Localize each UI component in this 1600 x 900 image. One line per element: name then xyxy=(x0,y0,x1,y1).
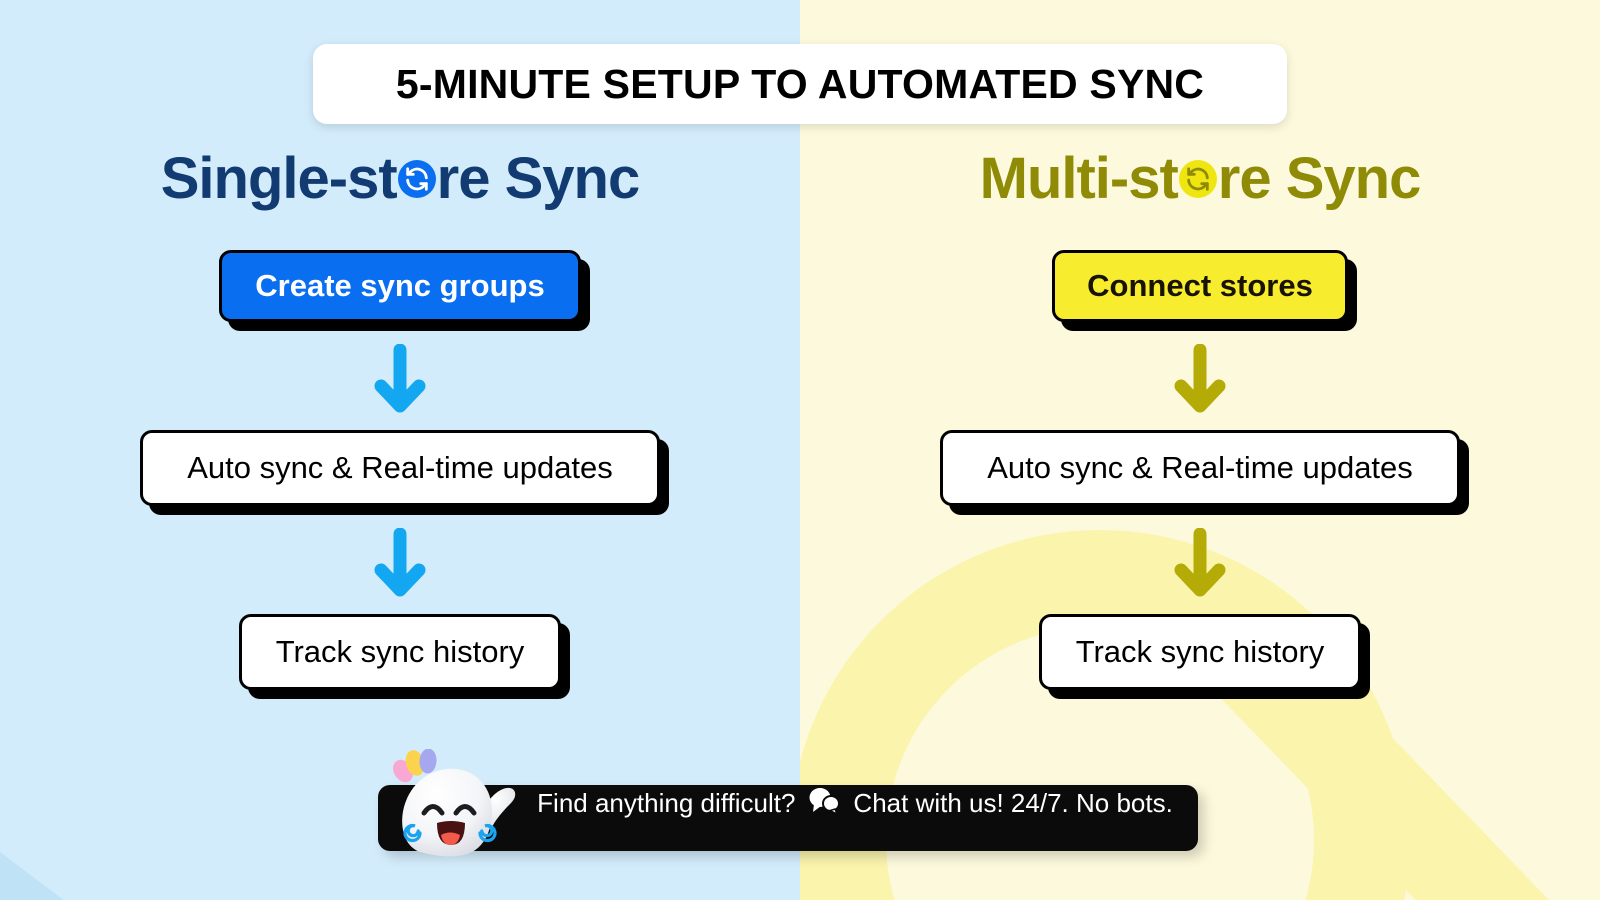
page-title-card: 5-MINUTE SETUP TO AUTOMATED SYNC xyxy=(313,44,1287,124)
create-sync-groups-label: Create sync groups xyxy=(255,268,545,303)
connect-stores-button[interactable]: Connect stores xyxy=(1052,250,1348,322)
chat-cta-bar[interactable]: Find anything difficult? Chat with us! 2… xyxy=(378,748,1198,857)
step-track-history-label: Track sync history xyxy=(1075,634,1325,669)
arrow-down-icon xyxy=(372,343,428,414)
page-title: 5-MINUTE SETUP TO AUTOMATED SYNC xyxy=(395,60,1205,107)
column-heading-single-store: Single-st re Sync xyxy=(161,150,640,208)
step-track-history-label: Track sync history xyxy=(275,634,525,669)
heading-text-before: Single-st xyxy=(160,146,398,211)
chat-bar-content: Find anything difficult? Chat with us! 2… xyxy=(530,785,1180,822)
step-auto-sync-label: Auto sync & Real-time updates xyxy=(187,450,613,485)
column-single-store: Single-st re Sync Create sync groups Aut… xyxy=(0,150,800,690)
heading-text-after: re Sync xyxy=(436,146,641,211)
step-auto-sync: Auto sync & Real-time updates xyxy=(140,430,660,506)
arrow-down-icon xyxy=(1172,343,1228,414)
step-track-history: Track sync history xyxy=(1039,614,1361,690)
step-track-history: Track sync history xyxy=(239,614,561,690)
sync-icon xyxy=(397,160,436,198)
create-sync-groups-button[interactable]: Create sync groups xyxy=(219,250,581,322)
arrow-down-icon xyxy=(1172,527,1228,598)
heading-text-after: re Sync xyxy=(1217,146,1422,211)
connect-stores-label: Connect stores xyxy=(1087,268,1313,303)
arrow-down-icon xyxy=(372,527,428,598)
chat-bubbles-icon xyxy=(807,785,841,822)
step-auto-sync: Auto sync & Real-time updates xyxy=(940,430,1460,506)
step-auto-sync-label: Auto sync & Real-time updates xyxy=(987,450,1413,485)
chat-offer: Chat with us! 24/7. No bots. xyxy=(853,788,1173,818)
chat-question: Find anything difficult? xyxy=(537,788,796,818)
sync-icon xyxy=(1178,160,1217,198)
mascot-avatar xyxy=(380,748,540,861)
column-multi-store: Multi-st re Sync Connect stores Auto syn… xyxy=(800,150,1600,690)
column-heading-multi-store: Multi-st re Sync xyxy=(979,146,1422,211)
heading-text-before: Multi-st xyxy=(979,146,1179,211)
